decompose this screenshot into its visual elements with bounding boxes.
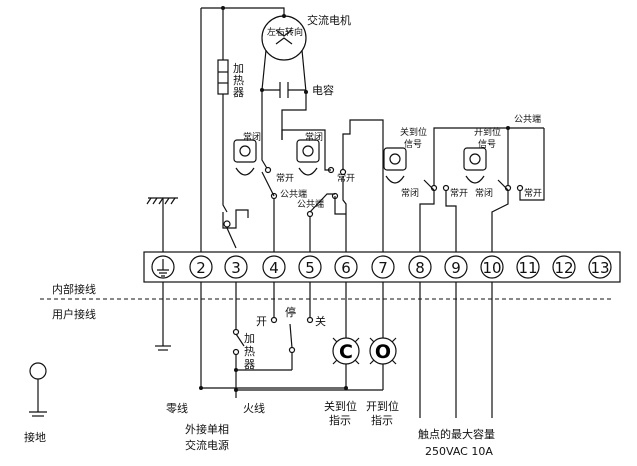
heater-bottom-char-3: 器 xyxy=(244,358,255,371)
internal-wiring-label: 内部接线 xyxy=(52,282,96,296)
switch-right-common: 公共端 xyxy=(297,198,324,210)
user-switch-open: 开 xyxy=(256,315,267,328)
terminal-13-circle xyxy=(588,255,612,279)
capacitor-label: 电容 xyxy=(312,83,334,97)
terminal-8-label: 8 xyxy=(415,259,425,277)
terminal-list: 2 3 4 5 6 7 8 9 10 11 12 13 xyxy=(189,255,612,279)
switch-left-nc: 常闭 xyxy=(243,131,261,143)
terminal-8-circle xyxy=(408,255,432,279)
neutral-label: 零线 xyxy=(166,401,188,415)
lamp-open-label-1: 开到位 xyxy=(366,399,399,413)
motor-winding-text: 左右转向 xyxy=(267,26,303,38)
power-label-2: 交流电源 xyxy=(185,438,229,452)
motor-label: 交流电机 xyxy=(307,13,351,27)
heater-top xyxy=(217,59,229,95)
terminal-4-label: 4 xyxy=(269,259,279,277)
switch-left-common: 公共端 xyxy=(280,188,307,200)
switch-right-nc: 常闭 xyxy=(305,131,323,143)
signal-left-nc: 常闭 xyxy=(401,187,419,199)
heater-bottom-char-1: 加 xyxy=(244,332,255,345)
signal-left-title-2: 信号 xyxy=(404,138,422,150)
user-wiring-label: 用户接线 xyxy=(52,307,96,321)
capacitor xyxy=(262,82,306,98)
terminal-5-circle xyxy=(298,255,322,279)
lamp-close-label-1: 关到位 xyxy=(324,399,357,413)
signal-switch-close xyxy=(383,147,407,184)
lamp-close-label-2: 指示 xyxy=(329,413,351,427)
switch-right-no: 常开 xyxy=(337,172,355,184)
terminal-6-circle xyxy=(334,255,358,279)
terminal-9-label: 9 xyxy=(451,259,461,277)
contact-capacity-label-1: 触点的最大容量 xyxy=(418,427,495,441)
user-switch-close: 关 xyxy=(315,314,326,328)
terminal-ground xyxy=(151,255,175,279)
terminal-9-circle xyxy=(444,255,468,279)
terminal-12-label: 12 xyxy=(554,259,573,277)
ground-label: 接地 xyxy=(24,431,46,444)
terminal-2-label: 2 xyxy=(196,259,206,277)
signal-left-title-1: 关到位 xyxy=(400,126,427,138)
terminal-13-label: 13 xyxy=(590,259,609,277)
terminal-3-circle xyxy=(224,255,248,279)
terminal-11-circle xyxy=(516,255,540,279)
limit-switch-close xyxy=(233,139,257,176)
signal-right-no: 常开 xyxy=(524,187,542,199)
power-label-1: 外接单相 xyxy=(185,423,229,436)
terminal-3-label: 3 xyxy=(231,259,241,277)
switch-left-no: 常开 xyxy=(276,172,294,184)
signal-right-common: 公共端 xyxy=(514,113,541,125)
terminal-10-circle xyxy=(480,255,504,279)
heater-top-char-1: 加 xyxy=(233,62,244,75)
signal-right-nc: 常闭 xyxy=(475,187,493,199)
terminal-7-label: 7 xyxy=(378,259,388,277)
user-switch-stop: 停 xyxy=(285,305,296,319)
signal-left-no: 常开 xyxy=(450,187,468,199)
terminal-11-label: 11 xyxy=(518,259,537,277)
terminal-6-label: 6 xyxy=(341,259,351,277)
signal-right-title-2: 信号 xyxy=(478,138,496,150)
lamp-close-symbol: C xyxy=(339,341,353,363)
live-label: 火线 xyxy=(243,401,265,415)
limit-switch-open xyxy=(296,139,320,176)
lamp-open-symbol: O xyxy=(375,341,391,363)
terminal-5-label: 5 xyxy=(305,259,315,277)
terminal-12-circle xyxy=(552,255,576,279)
terminal-10-label: 10 xyxy=(482,259,501,277)
signal-switch-open xyxy=(463,147,487,184)
terminal-2-circle xyxy=(189,255,213,279)
terminal-4-circle xyxy=(262,255,286,279)
heater-top-char-3: 器 xyxy=(233,86,244,99)
lamp-open-label-2: 指示 xyxy=(371,413,393,427)
signal-right-title-1: 开到位 xyxy=(474,126,501,138)
motor: 左右转向 xyxy=(261,15,307,61)
heater-bottom-char-2: 热 xyxy=(244,345,255,358)
contact-capacity-label-2: 250VAC 10A xyxy=(425,445,493,458)
terminal-7-circle xyxy=(371,255,395,279)
earth-ground-symbol xyxy=(29,362,47,417)
heater-top-char-2: 热 xyxy=(233,74,244,87)
